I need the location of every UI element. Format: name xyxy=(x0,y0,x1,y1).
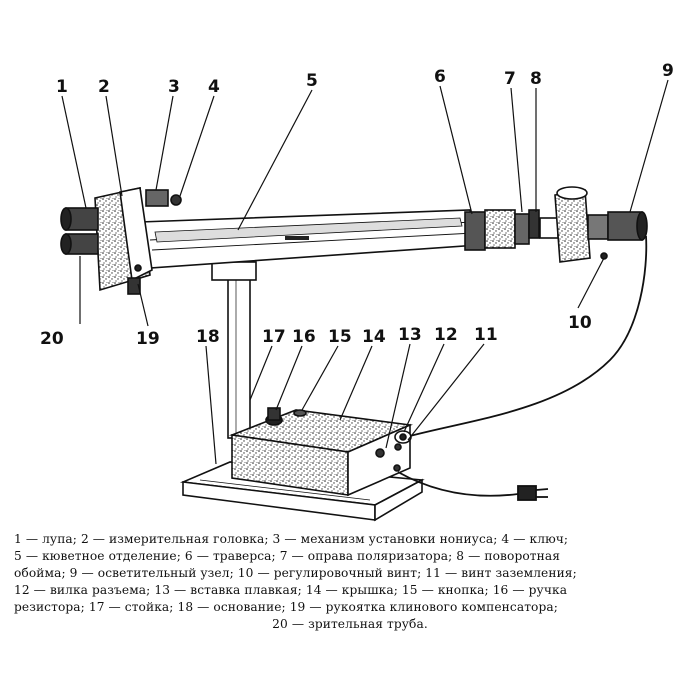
caption-line: резистора; 17 — стойка; 18 — основание; … xyxy=(14,600,558,614)
label-11: 11 xyxy=(474,325,498,345)
measuring-head xyxy=(60,187,182,295)
polarizer-assembly xyxy=(464,186,648,263)
label-17: 17 xyxy=(262,327,286,347)
caption-line: 1 — лупа; 2 — измерительная головка; 3 —… xyxy=(14,532,569,546)
label-1: 1 xyxy=(56,77,68,97)
label-14: 14 xyxy=(362,327,386,347)
label-15: 15 xyxy=(328,327,352,347)
label-19: 19 xyxy=(136,329,160,349)
electronics-box xyxy=(228,407,413,497)
beam xyxy=(139,209,479,269)
caption-line: 20 — зрительная труба. xyxy=(272,617,428,631)
stand xyxy=(211,261,257,439)
label-20: 20 xyxy=(40,329,64,349)
label-9: 9 xyxy=(662,61,674,81)
cables xyxy=(397,235,648,501)
caption-line: обойма; 9 — осветительный узел; 10 — рег… xyxy=(14,566,577,580)
label-2: 2 xyxy=(98,77,110,97)
label-10: 10 xyxy=(568,313,592,333)
leader-lines xyxy=(61,79,669,465)
label-13: 13 xyxy=(398,325,422,345)
part-numbers: 1 2 3 4 5 6 7 8 9 10 11 12 13 14 15 16 1… xyxy=(40,61,674,349)
label-12: 12 xyxy=(434,325,458,345)
label-8: 8 xyxy=(530,69,542,89)
label-4: 4 xyxy=(208,77,220,97)
label-5: 5 xyxy=(306,71,318,91)
polarimeter-diagram: 1 2 3 4 5 6 7 8 9 10 11 12 13 14 15 16 1… xyxy=(40,61,674,522)
label-6: 6 xyxy=(434,67,446,87)
label-16: 16 xyxy=(292,327,316,347)
figure-caption: 1 — лупа; 2 — измерительная головка; 3 —… xyxy=(14,531,686,633)
caption-line: 5 — кюветное отделение; 6 — траверса; 7 … xyxy=(14,549,561,563)
label-18: 18 xyxy=(196,327,220,347)
label-7: 7 xyxy=(504,69,516,89)
label-3: 3 xyxy=(168,77,180,97)
caption-line: 12 — вилка разъема; 13 — вставка плавкая… xyxy=(14,583,568,597)
